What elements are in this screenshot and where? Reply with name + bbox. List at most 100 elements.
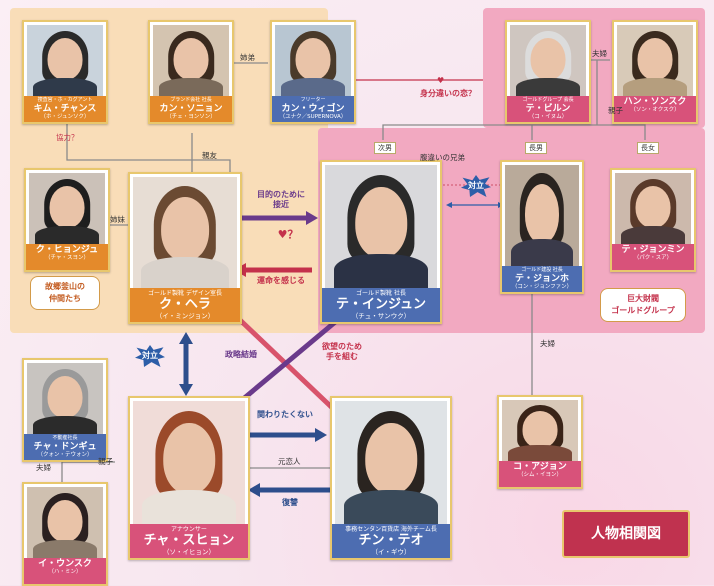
relation-label: 夫婦 xyxy=(540,339,555,348)
name-text: テ・インジュン xyxy=(335,297,427,312)
actor-text: （ハ・ミン） xyxy=(48,569,82,575)
actor-text: （コ・イヌム） xyxy=(528,114,568,120)
card-kan-soyon: ブランド会社 社長 カン・ソニョン （チェ・ヨンソン） xyxy=(148,20,234,124)
portrait-photo xyxy=(133,177,237,288)
portrait-photo xyxy=(27,487,103,560)
actor-text: （イ・ギウ） xyxy=(371,548,411,556)
role-text: ブランド会社 社長 xyxy=(170,97,212,103)
relation-label: 腹違いの兄弟 xyxy=(420,153,465,162)
name-plate: コ・アジョン （シム・イヨン） xyxy=(499,461,581,487)
name-text: コ・アジョン xyxy=(513,462,567,472)
card-te-jonho: ゴールド建設 社長 テ・ジョンホ （コン・ジョンファン） xyxy=(500,160,584,294)
card-i-unsuku: イ・ウンスク （ハ・ミン） xyxy=(22,482,108,586)
relation-label: 姉弟 xyxy=(240,53,255,62)
name-plate: アナウンサー チャ・スヒョン （ソ・イヒョン） xyxy=(130,524,248,558)
name-text: チャ・スヒョン xyxy=(143,533,235,548)
portrait-photo xyxy=(505,165,579,268)
arrow-label: 政略結婚 xyxy=(225,350,257,359)
card-te-jonmin: テ・ジョンミン （パク・スア） xyxy=(610,168,696,272)
arrow-label: 目的のために 接近 xyxy=(257,190,305,209)
card-kan-wigon: フリーター カン・ウィゴン （ユナク／SUPERNOVA） xyxy=(270,20,356,124)
actor-text: （ホ・ジュンソク） xyxy=(40,114,90,120)
arrow-label: ♥？ xyxy=(277,228,299,241)
relation-label: 夫婦 xyxy=(592,49,607,58)
role-text: フリーター xyxy=(300,97,326,103)
relation-tab: 長女 xyxy=(637,142,659,154)
name-plate: ク・ヒョンジュ （チャ・スヨン） xyxy=(26,244,108,270)
name-plate: テ・ジョンミン （パク・スア） xyxy=(612,244,694,270)
role-text: アナウンサー xyxy=(171,526,207,533)
name-plate: ゴールド建設 社長 テ・ジョンホ （コン・ジョンファン） xyxy=(502,266,582,292)
role-text: ゴールド建設 社長 xyxy=(521,267,563,273)
name-text: カン・ソニョン xyxy=(159,104,223,114)
portrait-photo xyxy=(335,401,447,524)
arrow-label: 復讐 xyxy=(282,498,298,507)
name-text: ク・ヒョンジュ xyxy=(35,245,99,255)
portrait-photo xyxy=(510,25,586,98)
relation-label: 協力？ xyxy=(56,133,79,142)
arrow-label: 運命を感じる xyxy=(257,276,305,285)
actor-text: （シム・イヨン） xyxy=(517,472,562,478)
portrait-photo xyxy=(29,173,105,246)
relation-label: 親友 xyxy=(202,151,217,160)
portrait-photo xyxy=(502,400,578,463)
card-cha-dongyu: 不動産社長 チャ・ドンギュ （クォン・テウォン） xyxy=(22,358,108,462)
arrow-label: 欲望のため 手を組む xyxy=(322,342,362,361)
actor-text: （チェ・ヨンソン） xyxy=(166,114,216,120)
actor-text: （チュ・サンウク） xyxy=(351,312,411,320)
actor-text: （パク・スア） xyxy=(633,255,673,261)
relation-label: 元恋人 xyxy=(278,457,301,466)
name-plate: 事務センタン百貨店 海外チーム長 チン・テオ （イ・ギウ） xyxy=(332,524,450,558)
portrait-photo xyxy=(133,401,245,524)
name-plate: 不動産社長 チャ・ドンギュ （クォン・テウォン） xyxy=(24,434,106,460)
actor-text: （クォン・テウォン） xyxy=(37,452,93,458)
name-plate: ブランド会社 社長 カン・ソニョン （チェ・ヨンソン） xyxy=(150,96,232,122)
role-text: 捜査官・ホ・カグアント xyxy=(37,97,93,103)
name-plate: 捜査官・ホ・カグアント キム・チャンス （ホ・ジュンソク） xyxy=(24,96,106,122)
name-plate: ハン・ソンスク （ソン・オクスク） xyxy=(614,96,696,122)
portrait-photo xyxy=(153,25,229,98)
name-text: テ・ビルン xyxy=(525,104,571,114)
name-plate: ゴールドグループ 会長 テ・ビルン （コ・イヌム） xyxy=(507,96,589,122)
portrait-photo xyxy=(27,25,103,98)
relation-label: 姉妹 xyxy=(110,215,125,224)
card-tebiru: ゴールドグループ 会長 テ・ビルン （コ・イヌム） xyxy=(505,20,591,124)
group-label-busan: 故郷釜山の 仲間たち xyxy=(30,276,100,310)
card-cha-suhyon: アナウンサー チャ・スヒョン （ソ・イヒョン） xyxy=(128,396,250,560)
actor-text: （ユナク／SUPERNOVA） xyxy=(279,114,347,120)
name-plate: ゴールド製靴 社長 テ・インジュン （チュ・サンウク） xyxy=(322,288,440,322)
name-text: チャ・ドンギュ xyxy=(33,442,97,452)
card-kim-chansu: 捜査官・ホ・カグアント キム・チャンス （ホ・ジュンソク） xyxy=(22,20,108,124)
portrait-photo xyxy=(325,165,437,288)
relation-tab: 次男 xyxy=(374,142,396,154)
card-chin-teo: 事務センタン百貨店 海外チーム長 チン・テオ （イ・ギウ） xyxy=(330,396,452,560)
card-ku-hera: ゴールド製靴 デザイン室長 ク・ヘラ （イ・ミンジョン） xyxy=(128,172,242,324)
actor-text: （イ・ミンジョン） xyxy=(155,312,215,320)
name-text: ハン・ソンスク xyxy=(623,97,687,107)
name-text: テ・ジョンミン xyxy=(621,245,685,255)
name-text: キム・チャンス xyxy=(33,104,97,114)
role-text: ゴールド製靴 デザイン室長 xyxy=(148,290,222,297)
group-label-gold: 巨大財閥 ゴールドグループ xyxy=(600,288,686,322)
role-text: 事務センタン百貨店 海外チーム長 xyxy=(345,526,437,533)
relation-label: 夫婦 xyxy=(36,463,51,472)
arrow-label: 関わりたくない xyxy=(257,410,313,419)
role-text: ゴールド製靴 社長 xyxy=(356,290,406,297)
actor-text: （コン・ジョンファン） xyxy=(511,284,573,290)
portrait-photo xyxy=(615,173,691,246)
portrait-photo xyxy=(275,25,351,98)
relation-label: 親子 xyxy=(608,106,623,115)
name-plate: フリーター カン・ウィゴン （ユナク／SUPERNOVA） xyxy=(272,96,354,122)
relation-label: 身分違いの恋？ xyxy=(420,89,476,98)
card-ko-ajon: コ・アジョン （シム・イヨン） xyxy=(497,395,583,489)
card-han-sonsuku: ハン・ソンスク （ソン・オクスク） xyxy=(612,20,698,124)
name-text: ク・ヘラ xyxy=(159,297,211,312)
name-text: カン・ウィゴン xyxy=(281,104,345,114)
actor-text: （チャ・スヨン） xyxy=(45,255,89,261)
role-text: 不動産社長 xyxy=(52,435,78,441)
name-text: テ・ジョンホ xyxy=(514,274,569,284)
card-ku-hyonju: ク・ヒョンジュ （チャ・スヨン） xyxy=(24,168,110,272)
heart-icon: ♥ xyxy=(437,76,445,85)
actor-text: （ソ・イヒョン） xyxy=(163,548,215,556)
